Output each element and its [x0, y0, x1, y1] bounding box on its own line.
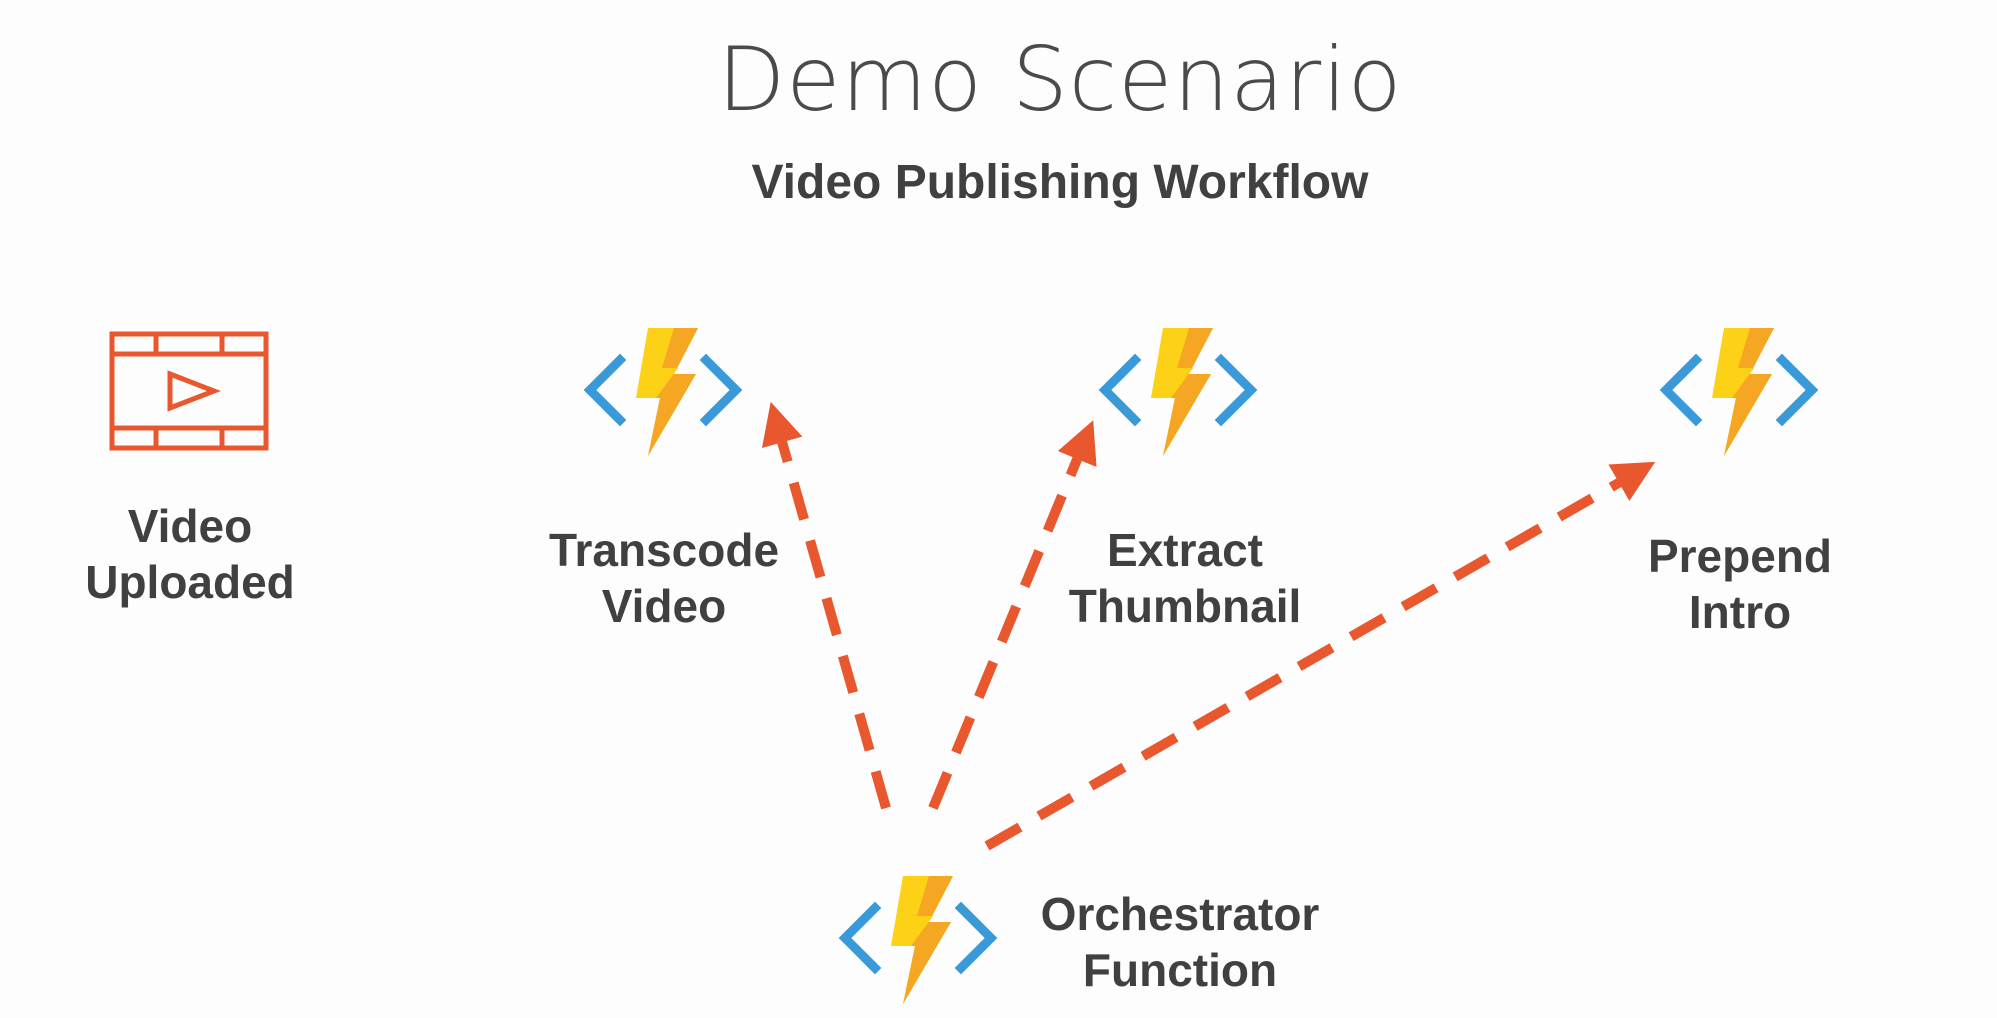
node-label-orchestrator-function: Orchestrator Function — [1040, 888, 1320, 996]
azure-function-icon-prepend — [1666, 328, 1812, 456]
node-label-video-uploaded: Video Uploaded — [85, 500, 295, 608]
azure-function-icon-orchestrator — [845, 876, 991, 1004]
slide-title: Demo Scenario — [717, 28, 1403, 131]
node-label-prepend-intro: Prepend Intro — [1647, 530, 1833, 638]
video-film-icon — [109, 331, 269, 451]
slide-subtitle: Video Publishing Workflow — [751, 156, 1369, 209]
edge-orchestrator-to-extract — [928, 420, 1097, 810]
node-label-transcode-video: Transcode Video — [548, 524, 780, 632]
azure-function-icon-transcode — [590, 328, 736, 456]
edge-orchestrator-to-transcode — [761, 401, 891, 810]
node-label-extract-thumbnail: Extract Thumbnail — [1068, 524, 1302, 632]
azure-function-icon-extract — [1105, 328, 1251, 456]
edge-orchestrator-to-prepend — [984, 461, 1656, 851]
